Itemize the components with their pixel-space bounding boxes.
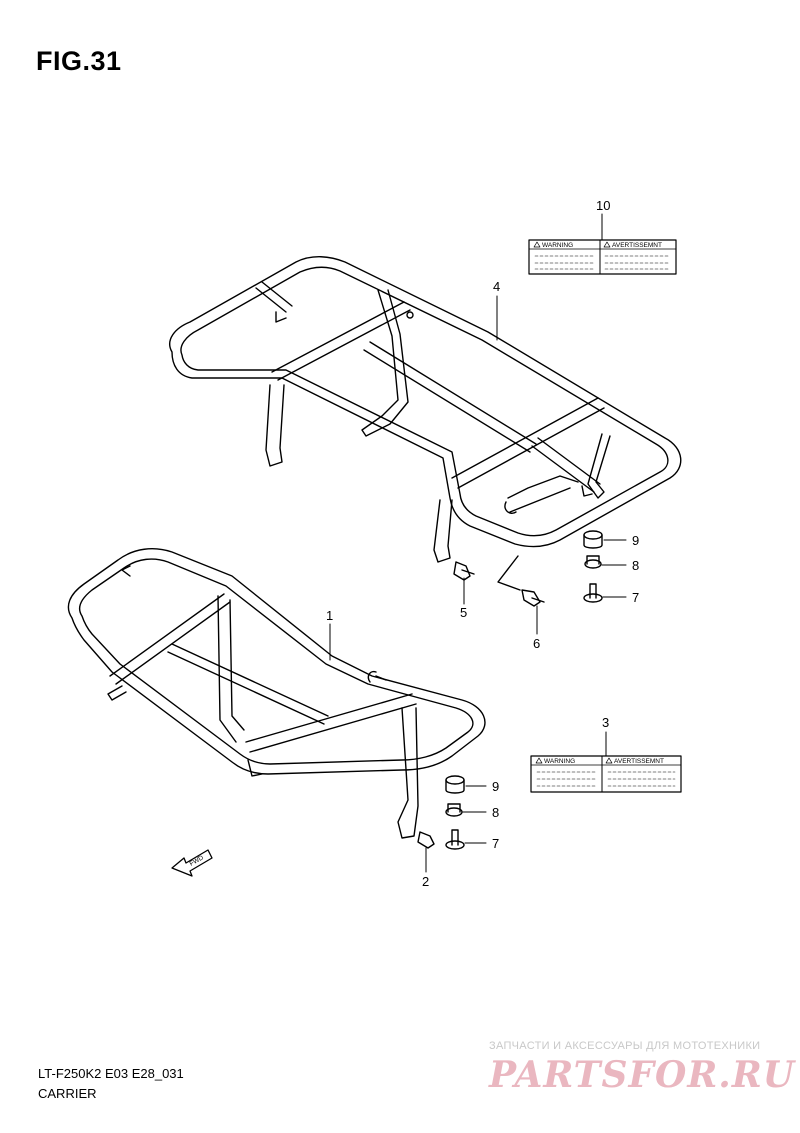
watermark-logo: PARTSFOR.RU [489, 1054, 796, 1096]
rear-hardware [453, 530, 603, 607]
fwd-text: FWD [189, 854, 206, 868]
callout-1: 1 [326, 608, 333, 623]
callout-9-front: 9 [492, 779, 499, 794]
warning-label-10: WARNING AVERTISSEMNT [528, 239, 677, 275]
callout-5: 5 [460, 605, 467, 620]
diagram-name: CARRIER [38, 1086, 97, 1101]
callout-8-rear: 8 [632, 558, 639, 573]
callout-9-rear: 9 [632, 533, 639, 548]
watermark-text: ЗАПЧАСТИ И АКСЕССУАРЫ ДЛЯ МОТОТЕХНИКИ [489, 1040, 761, 1052]
rear-carrier [169, 256, 682, 563]
warning-label-3: WARNING AVERTISSEMNT [530, 755, 682, 793]
figure-title: FIG.31 [36, 46, 122, 76]
avertissement-text-10: AVERTISSEMNT [612, 242, 662, 249]
leader-lines [329, 213, 627, 873]
warning-text-10: WARNING [542, 242, 573, 249]
warning-text-3: WARNING [544, 758, 575, 765]
callout-8-front: 8 [492, 805, 499, 820]
front-hardware [417, 775, 465, 850]
callout-7-front: 7 [492, 836, 499, 851]
callout-7-rear: 7 [632, 590, 639, 605]
callout-6: 6 [533, 636, 540, 651]
avertissement-text-3: AVERTISSEMNT [614, 758, 664, 765]
diagram-code: LT-F250K2 E03 E28_031 [38, 1066, 184, 1081]
callout-2: 2 [422, 874, 429, 889]
callout-10: 10 [596, 198, 610, 213]
callout-4: 4 [493, 279, 500, 294]
callout-3: 3 [602, 715, 609, 730]
front-carrier [67, 548, 486, 839]
fwd-arrow-icon: FWD [171, 849, 213, 877]
